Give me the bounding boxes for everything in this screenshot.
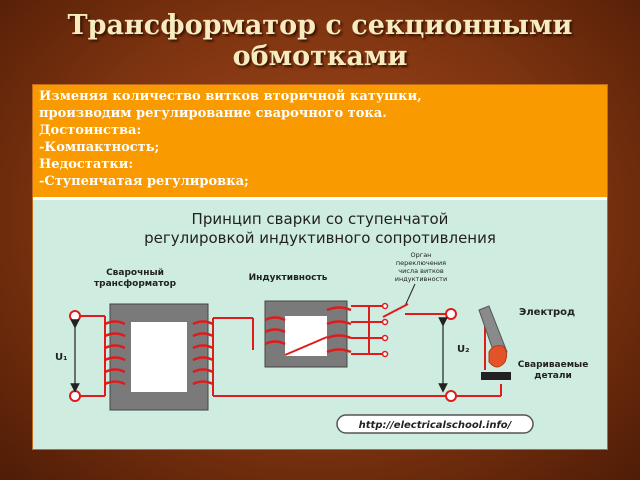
output-terminal-top <box>445 308 457 320</box>
switch-label-line1: Орган <box>411 251 432 259</box>
switch-pointer-line <box>404 283 416 307</box>
welding-arc <box>488 345 508 368</box>
inductance-label: Индуктивность <box>249 273 328 283</box>
welding-circuit-svg: Принцип сварки со ступенчатой регулировк… <box>55 210 589 434</box>
description-text-block: Изменяя количество витков вторичной кату… <box>33 85 607 197</box>
disadvantage-item: -Ступенчатая регулировка; <box>39 174 249 189</box>
input-terminal-bottom <box>69 390 81 402</box>
secondary-coil <box>192 320 214 386</box>
inductance-coil <box>264 306 352 354</box>
diagram-heading-line1: Принцип сварки со ступенчатой <box>192 210 449 228</box>
workpiece <box>481 372 511 380</box>
output-terminal-bottom <box>445 390 457 402</box>
u1-label: U₁ <box>55 352 68 363</box>
advantages-heading: Достоинства: <box>39 123 142 138</box>
description-line-1: Изменяя количество витков вторичной кату… <box>39 89 422 104</box>
welding-diagram: Принцип сварки со ступенчатой регулировк… <box>33 200 607 449</box>
electrode-holder <box>478 305 508 357</box>
switch-contacts <box>381 302 389 358</box>
disadvantages-heading: Недостатки: <box>39 157 134 172</box>
electrode-label: Электрод <box>519 307 575 318</box>
parts-label-line1: Свариваемые <box>518 360 589 370</box>
parts-label-line2: детали <box>534 371 572 381</box>
description-line-2: производим регулирование сварочного тока… <box>39 106 387 121</box>
transformer-label-line2: трансформатор <box>94 279 177 289</box>
url-badge <box>336 414 534 434</box>
switch-label-line3: числа витков <box>398 267 444 275</box>
u2-label: U₂ <box>457 344 470 355</box>
inductance-core-window <box>285 316 327 356</box>
diagram-heading-line2: регулировкой индуктивного сопротивления <box>144 229 496 247</box>
switch-label-line2: переключения <box>396 259 446 267</box>
input-terminal-top <box>69 310 81 322</box>
inductance-tap-wire <box>284 336 328 356</box>
transformer-core-window <box>131 322 187 392</box>
switch-label-line4: индуктивности <box>395 275 447 283</box>
advantage-item: -Компактность; <box>39 140 160 155</box>
slide-title-line1: Трансформатор с секционными <box>67 10 573 41</box>
content-box: Изменяя количество витков вторичной кату… <box>32 84 608 450</box>
transformer-label-line1: Сварочный <box>106 268 164 278</box>
source-url: http://electricalschool.info/ <box>359 420 513 431</box>
primary-coil <box>104 320 126 386</box>
slide-title-line2: обмотками <box>232 41 408 72</box>
terminals <box>69 308 457 402</box>
slide-title: Трансформатор с секционными обмотками <box>0 10 640 72</box>
